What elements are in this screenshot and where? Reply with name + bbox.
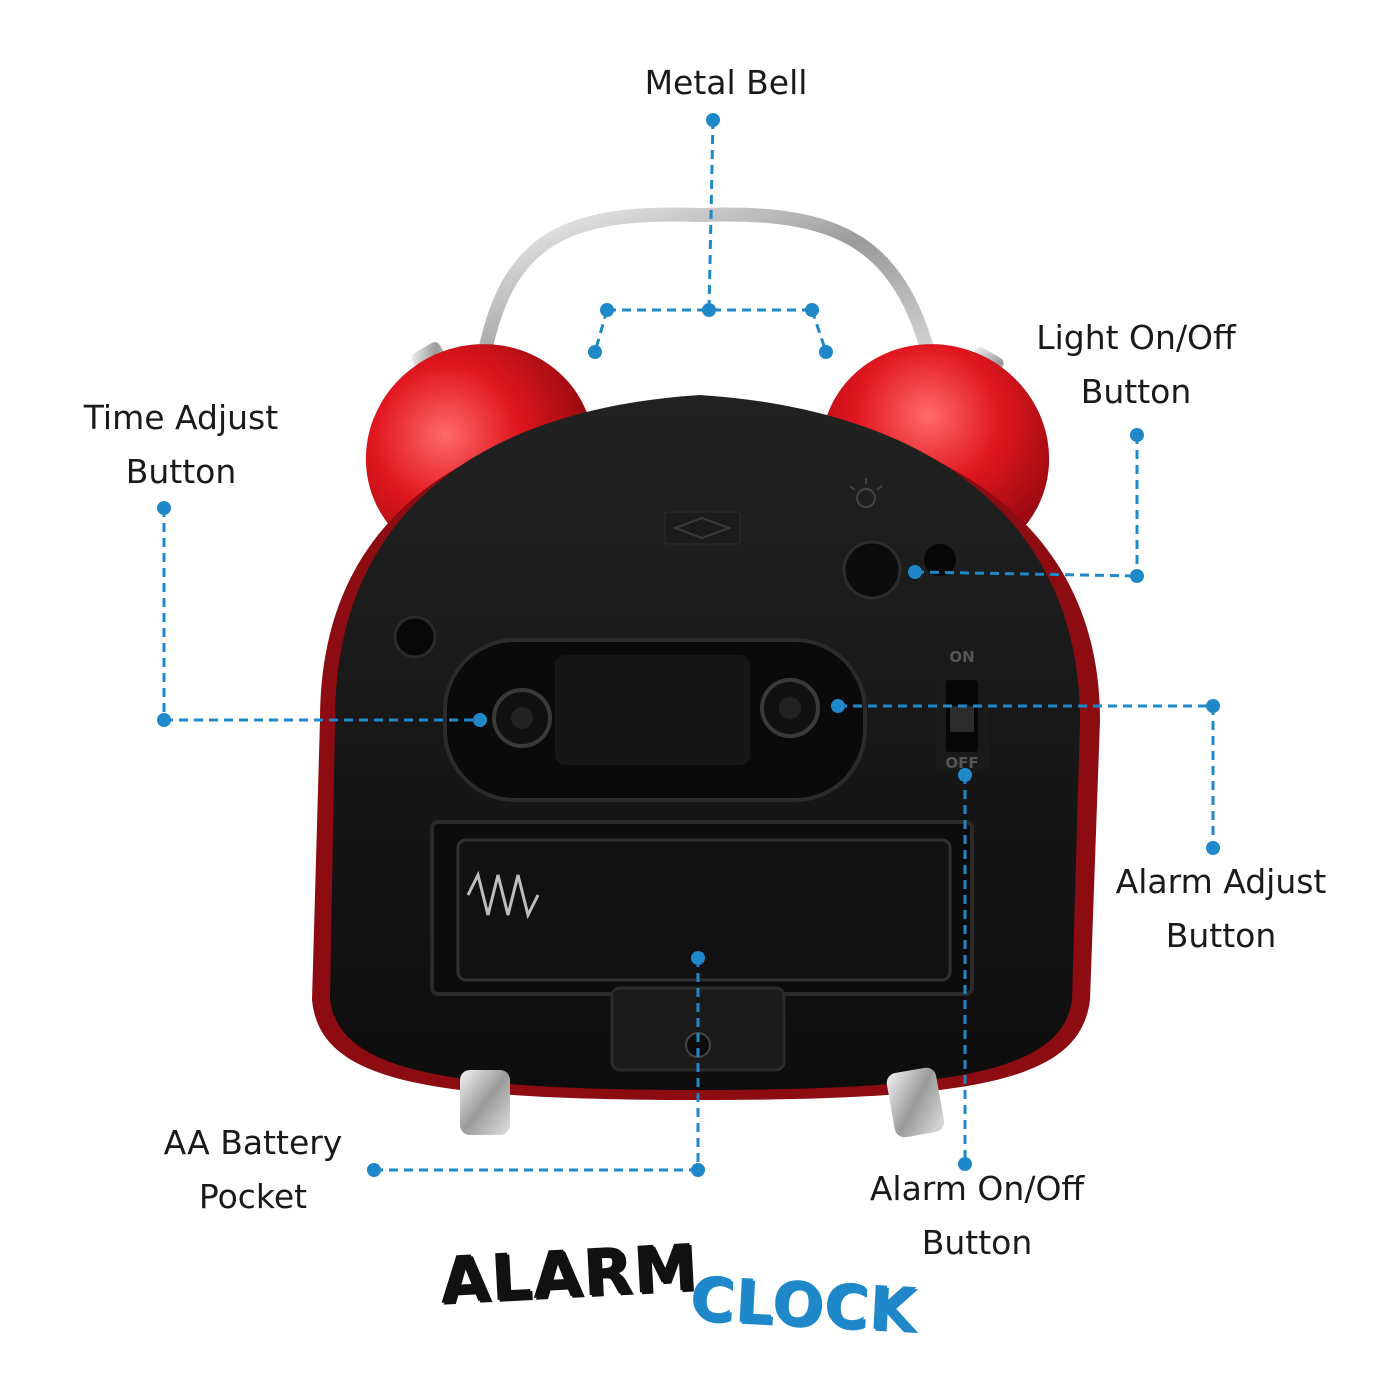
label-light-button: Light On/Off Button <box>1036 318 1236 411</box>
switch-on-label: ON <box>949 648 974 666</box>
alarm-switch-slider <box>950 706 974 732</box>
title-word-alarm: ALARM <box>438 1231 700 1319</box>
top-embossed-mark <box>664 511 741 545</box>
metal-handle <box>473 207 942 387</box>
label-alarm-onoff: Alarm On/Off Button <box>869 1169 1085 1262</box>
leader-dots <box>157 113 1220 1177</box>
left-foot <box>460 1070 510 1135</box>
title-word-clock: CLOCK <box>688 1264 919 1346</box>
leader-lines <box>162 119 1215 1172</box>
label-metal-bell: Metal Bell <box>644 63 808 102</box>
right-foot <box>886 1067 945 1138</box>
light-icon <box>849 478 883 508</box>
light-button <box>842 540 902 600</box>
light-hole <box>924 544 956 576</box>
label-alarm-adjust: Alarm Adjust Button <box>1115 862 1327 955</box>
label-time-adjust: Time Adjust Button <box>83 398 279 491</box>
label-battery-pocket: AA Battery Pocket <box>163 1123 343 1216</box>
battery-holder <box>456 838 952 982</box>
battery-spring <box>466 870 540 920</box>
left-screw-hole <box>393 615 437 659</box>
switch-off-label: OFF <box>945 754 978 772</box>
